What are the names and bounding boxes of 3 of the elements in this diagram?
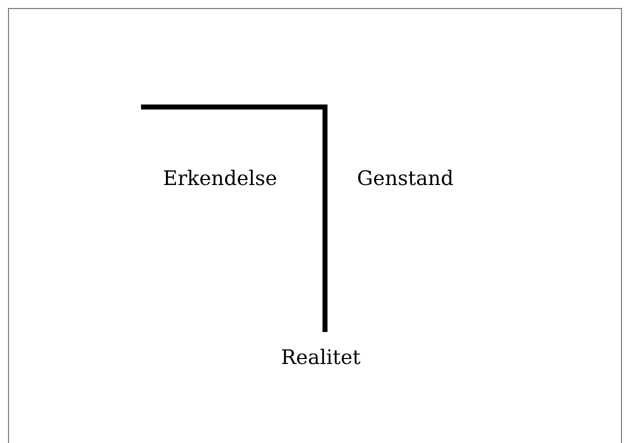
region-label: Realitet (281, 347, 361, 367)
region-label: Erkendelse (163, 168, 278, 188)
region-label: Genstand (357, 168, 454, 188)
